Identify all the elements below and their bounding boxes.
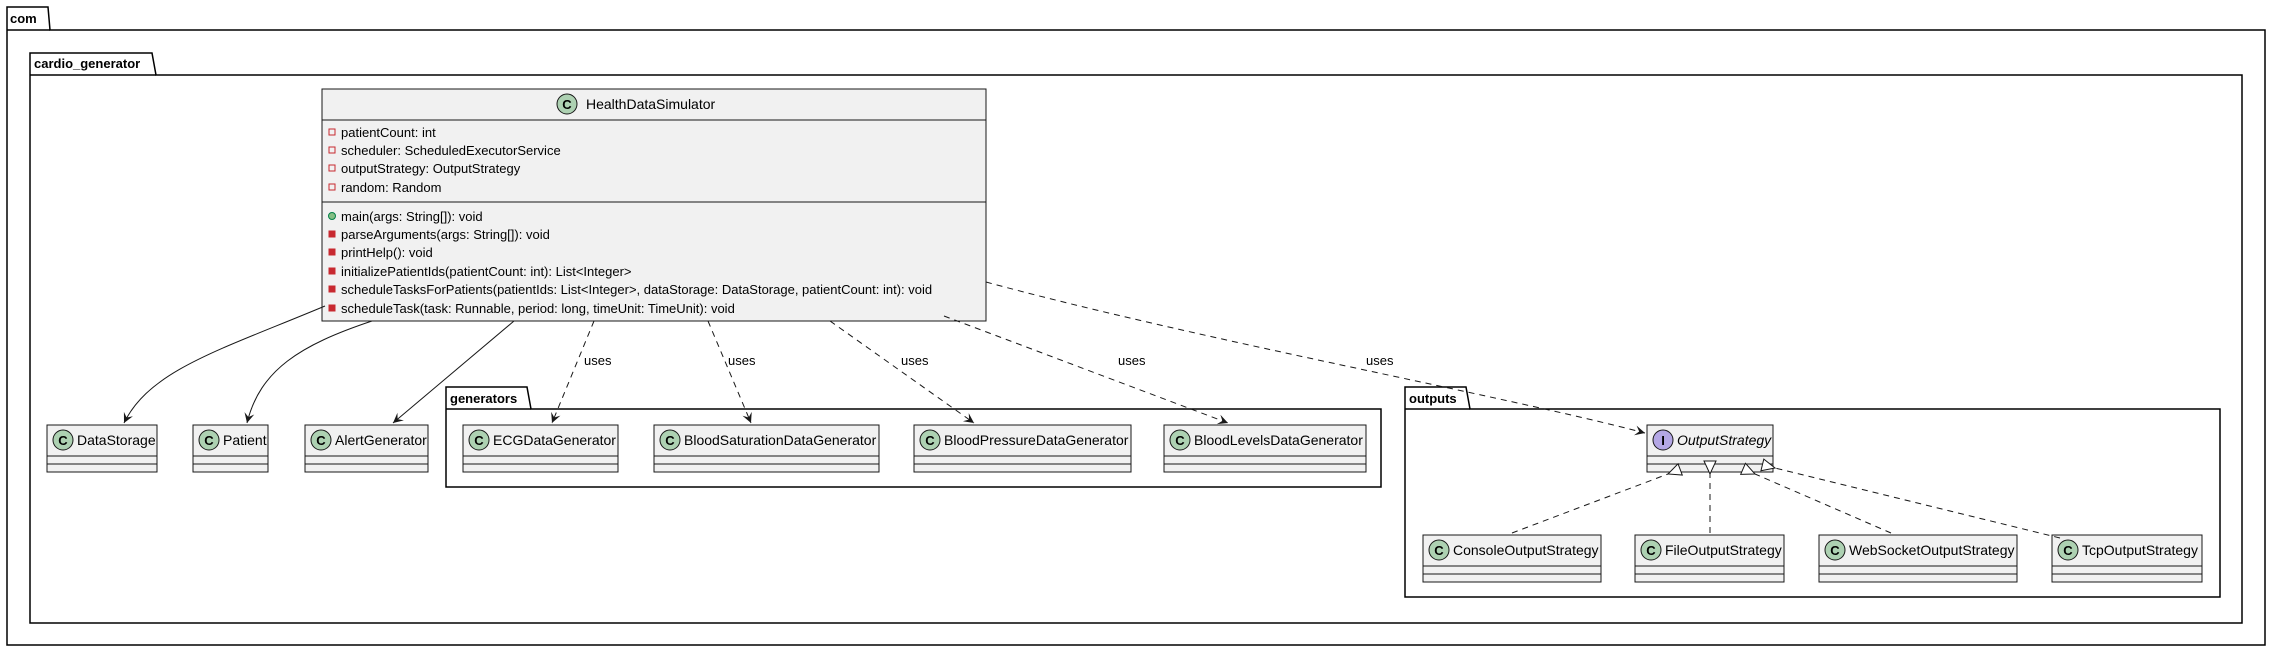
- private-method-icon: [328, 248, 336, 256]
- field: random: Random: [341, 180, 441, 195]
- private-visibility-icon: [328, 128, 336, 136]
- private-method-icon: [328, 285, 336, 293]
- class-name: BloodSaturationDataGenerator: [684, 432, 877, 448]
- field: patientCount: int: [341, 125, 436, 140]
- realization-edge-console: [1511, 474, 1668, 534]
- class-console-output-strategy[interactable]: C ConsoleOutputStrategy: [1422, 534, 1602, 583]
- class-stereotype-icon: [1428, 539, 1450, 561]
- private-visibility-icon: [328, 146, 336, 154]
- class-stereotype-icon: [1824, 539, 1846, 561]
- class-file-output-strategy[interactable]: C FileOutputStrategy: [1634, 534, 1785, 583]
- class-data-storage[interactable]: C DataStorage: [46, 424, 158, 473]
- package-generators: generators: [445, 386, 1382, 488]
- class-name: WebSocketOutputStrategy: [1849, 542, 2015, 558]
- association-edge-patient: [244, 320, 373, 424]
- class-stereotype-icon: [198, 429, 220, 451]
- class-stereotype-letter: C: [925, 433, 935, 448]
- interface-stereotype-icon: [1652, 429, 1674, 451]
- method: scheduleTasksForPatients(patientIds: Lis…: [341, 282, 932, 297]
- class-stereotype-icon: [310, 429, 332, 451]
- class-ecg-data-generator[interactable]: C ECGDataGenerator: [462, 424, 619, 473]
- class-blood-levels-data-generator[interactable]: C BloodLevelsDataGenerator: [1163, 424, 1367, 473]
- private-visibility-icon: [328, 164, 336, 172]
- class-tcp-output-strategy[interactable]: C TcpOutputStrategy: [2051, 534, 2203, 583]
- dependency-edge-bloodsaturation: [707, 320, 752, 424]
- class-stereotype-letter: C: [665, 433, 675, 448]
- class-stereotype-icon: [468, 429, 490, 451]
- class-stereotype-letter: C: [2063, 543, 2073, 558]
- class-name: Patient: [223, 432, 267, 448]
- class-name: ECGDataGenerator: [493, 432, 616, 448]
- method: scheduleTask(task: Runnable, period: lon…: [341, 301, 735, 316]
- class-name: BloodPressureDataGenerator: [944, 432, 1129, 448]
- interface-stereotype-letter: I: [1661, 433, 1665, 448]
- class-name: AlertGenerator: [335, 432, 427, 448]
- class-name: ConsoleOutputStrategy: [1453, 542, 1599, 558]
- package-label-cardio-generator: cardio_generator: [34, 56, 140, 71]
- class-stereotype-letter: C: [1175, 433, 1185, 448]
- class-stereotype-letter: C: [562, 97, 572, 112]
- association-edge-datastorage: [123, 305, 326, 424]
- class-stereotype-icon: [919, 429, 941, 451]
- edge-label-uses: uses: [1118, 353, 1146, 368]
- dependency-edge-bloodpressure: [829, 320, 975, 424]
- package-label-com: com: [10, 11, 37, 26]
- class-patient[interactable]: C Patient: [192, 424, 269, 473]
- class-stereotype-icon: [1169, 429, 1191, 451]
- edge-label-uses: uses: [1366, 353, 1394, 368]
- class-stereotype-letter: C: [316, 433, 326, 448]
- package-label-generators: generators: [450, 391, 517, 406]
- class-stereotype-icon: [52, 429, 74, 451]
- class-stereotype-letter: C: [204, 433, 214, 448]
- package-cardio-generator: cardio_generator: [29, 52, 2243, 624]
- class-stereotype-letter: C: [1646, 543, 1656, 558]
- public-visibility-icon: [328, 212, 336, 220]
- field: outputStrategy: OutputStrategy: [341, 161, 521, 176]
- class-blood-pressure-data-generator[interactable]: C BloodPressureDataGenerator: [913, 424, 1132, 473]
- class-stereotype-icon: [556, 93, 578, 115]
- class-stereotype-icon: [2057, 539, 2079, 561]
- class-health-data-simulator[interactable]: C HealthDataSimulator patientCount: int …: [321, 88, 987, 322]
- package-label-outputs: outputs: [1409, 391, 1457, 406]
- class-stereotype-letter: C: [58, 433, 68, 448]
- class-stereotype-letter: C: [1830, 543, 1840, 558]
- class-stereotype-letter: C: [1434, 543, 1444, 558]
- class-name: DataStorage: [77, 432, 156, 448]
- class-stereotype-icon: [1640, 539, 1662, 561]
- package-com: com: [6, 6, 2266, 646]
- edge-label-uses: uses: [584, 353, 612, 368]
- interface-output-strategy[interactable]: I OutputStrategy: [1646, 424, 1774, 473]
- class-alert-generator[interactable]: C AlertGenerator: [304, 424, 429, 473]
- interface-name: OutputStrategy: [1677, 432, 1772, 448]
- class-websocket-output-strategy[interactable]: C WebSocketOutputStrategy: [1818, 534, 2018, 583]
- method: main(args: String[]): void: [341, 209, 483, 224]
- class-name: HealthDataSimulator: [586, 96, 716, 112]
- edge-label-uses: uses: [728, 353, 756, 368]
- realization-edge-tcp: [1775, 468, 2061, 539]
- method: initializePatientIds(patientCount: int):…: [341, 264, 632, 279]
- class-stereotype-letter: C: [474, 433, 484, 448]
- class-name: FileOutputStrategy: [1665, 542, 1782, 558]
- method: parseArguments(args: String[]): void: [341, 227, 550, 242]
- method: printHelp(): void: [341, 245, 433, 260]
- private-method-icon: [328, 267, 336, 275]
- private-visibility-icon: [328, 183, 336, 191]
- association-edge-alertgenerator: [392, 320, 515, 424]
- package-outputs: outputs: [1404, 386, 2221, 598]
- class-blood-saturation-data-generator[interactable]: C BloodSaturationDataGenerator: [653, 424, 880, 473]
- dependency-edge-ecg: [551, 320, 595, 424]
- class-name: BloodLevelsDataGenerator: [1194, 432, 1363, 448]
- dependency-edge-outputstrategy: [985, 281, 1646, 436]
- dependency-edge-bloodlevels: [943, 315, 1229, 425]
- class-stereotype-icon: [659, 429, 681, 451]
- private-method-icon: [328, 230, 336, 238]
- private-method-icon: [328, 304, 336, 312]
- edge-label-uses: uses: [901, 353, 929, 368]
- realization-edge-websocket: [1755, 474, 1892, 534]
- field: scheduler: ScheduledExecutorService: [341, 143, 561, 158]
- class-name: TcpOutputStrategy: [2082, 542, 2198, 558]
